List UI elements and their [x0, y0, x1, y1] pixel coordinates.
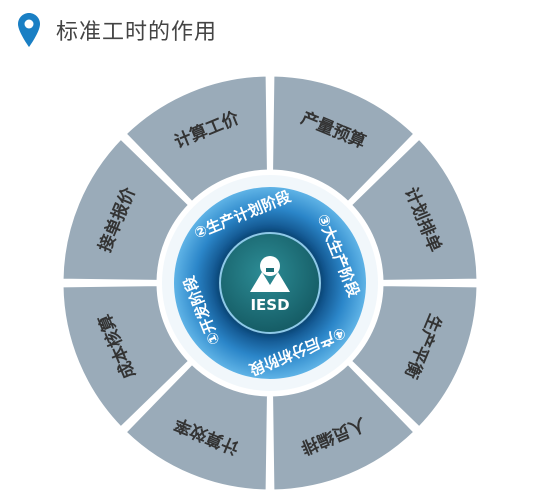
- person-icon: [250, 256, 290, 292]
- segment-5: [122, 361, 270, 493]
- segment-7: [60, 135, 192, 283]
- segment-8: [122, 73, 270, 205]
- header: 标准工时的作用: [18, 10, 217, 50]
- center-circle: [219, 232, 321, 334]
- segment-6: [60, 283, 192, 431]
- page-title: 标准工时的作用: [56, 20, 218, 45]
- segment-2: [348, 135, 480, 283]
- logo-text: IESD: [250, 296, 289, 314]
- segment-3: [348, 283, 480, 431]
- segment-4: [270, 361, 418, 493]
- location-pin-icon: [18, 13, 40, 47]
- segment-1: [270, 73, 418, 205]
